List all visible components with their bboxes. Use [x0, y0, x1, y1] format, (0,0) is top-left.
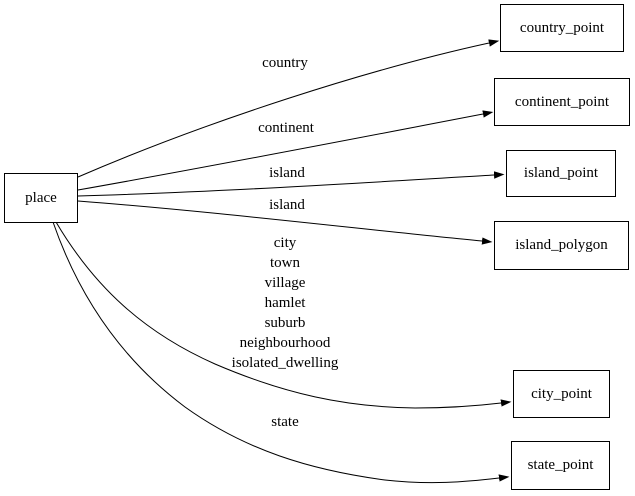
edge-label-state: state [271, 414, 299, 430]
node-place: place [4, 173, 78, 223]
node-state-point: state_point [511, 441, 610, 490]
edge-label-city-types: city town village hamlet suburb neighbou… [231, 235, 339, 371]
edge-place-state-point [52, 221, 510, 484]
edge-label-island-point: island [269, 165, 305, 181]
node-country-point: country_point [500, 4, 624, 52]
edge-place-island-point [77, 171, 505, 197]
node-island-point: island_point [506, 150, 616, 197]
edge-label-island-polygon: island [269, 197, 305, 213]
edge-place-city-point [55, 221, 512, 409]
edge-label-country: country [262, 55, 308, 71]
edge-label-continent: continent [258, 120, 314, 136]
edge-place-country-point [77, 39, 500, 178]
node-city-point: city_point [513, 370, 610, 418]
node-continent-point: continent_point [494, 78, 630, 126]
edge-place-island-polygon [77, 200, 493, 245]
edge-place-continent-point [77, 110, 494, 191]
node-island-polygon: island_polygon [494, 221, 629, 270]
